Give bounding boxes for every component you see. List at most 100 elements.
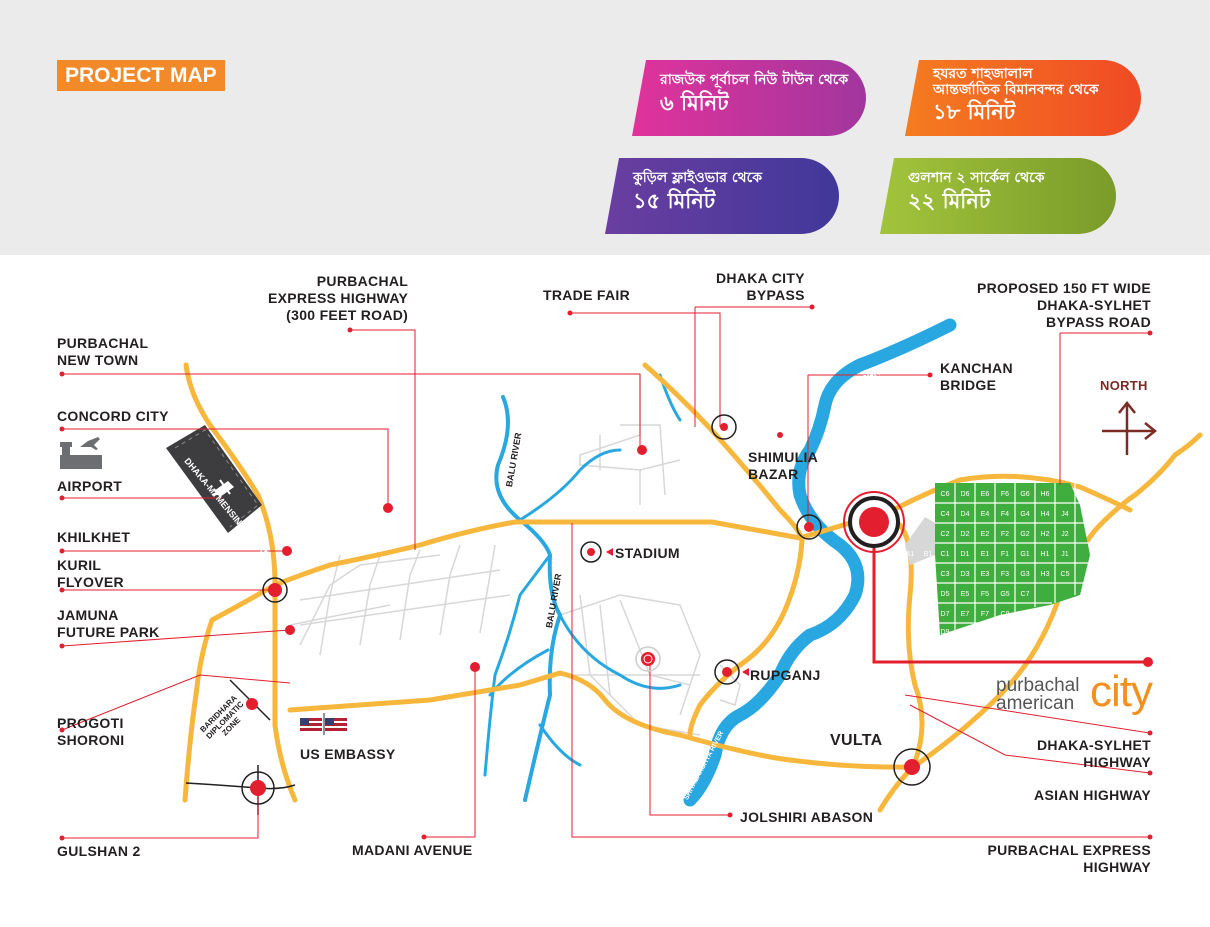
plot-block-label: C4 — [941, 511, 950, 518]
badge-gulshan2: গুলশান ২ সার্কেল থেকে ২২ মিনিট — [880, 158, 1116, 234]
plot-block-label: D7 — [941, 611, 950, 618]
plot-block-label: E3 — [981, 571, 990, 578]
label-asian-highway: ASIAN HIGHWAY — [1034, 787, 1151, 803]
label-line: (300 FEET ROAD) — [286, 307, 409, 323]
label-line: DHAKA-SYLHET — [1036, 737, 1151, 753]
highways — [182, 362, 1203, 813]
label-dhaka-city-bypass: DHAKA CITY BYPASS — [716, 270, 805, 304]
page-title: PROJECT MAP — [57, 60, 225, 91]
plot-block-label: E4 — [981, 511, 990, 518]
plot-block-label: F9 — [981, 629, 989, 636]
map-canvas — [59, 304, 1203, 841]
label-jamuna-future-park: JAMUNA FUTURE PARK — [57, 607, 160, 641]
label-jolshiri-abason: JOLSHIRI ABASON — [740, 809, 874, 825]
plot-block-label: C3 — [941, 571, 950, 578]
label-vulta: VULTA — [830, 732, 883, 749]
plot-block-label: E7 — [961, 611, 970, 618]
plot-block-label: D6 — [961, 491, 970, 498]
label-purbachal-new-town: PURBACHAL NEW TOWN — [57, 335, 148, 369]
label-progoti-shoroni: PROGOTI SHORONI — [57, 715, 124, 749]
plot-block-label: D9 — [941, 629, 950, 636]
label-line: PURBACHAL — [316, 273, 409, 289]
location-markers — [241, 414, 1153, 805]
plot-block-label: C6 — [941, 491, 950, 498]
plot-block-label: E6 — [981, 491, 990, 498]
label-stadium: STADIUM — [615, 545, 680, 561]
plot-block-label: G6 — [1020, 491, 1029, 498]
badge-line2: ১৫ মিনিট — [633, 189, 716, 213]
plot-block-label: H1 — [1041, 551, 1050, 558]
project-connector — [872, 523, 1148, 664]
plot-block-label: G5 — [1000, 591, 1009, 598]
badge-line1b: আন্তর্জাতিক বিমানবন্দর থেকে — [933, 82, 1099, 98]
label-purbachal-expressway: PURBACHAL EXPRESS HIGHWAY (300 FEET ROAD… — [268, 273, 408, 324]
plot-block-label: C7 — [1021, 591, 1030, 598]
plot-block-label: F7 — [981, 611, 989, 618]
rupganj-arrow — [742, 668, 749, 676]
label-khilkhet: KHILKHET — [57, 529, 131, 545]
plot-block-label: D4 — [961, 511, 970, 518]
plot-block-label: B1 — [924, 551, 933, 558]
label-line: PROPOSED 150 FT WIDE — [976, 280, 1151, 296]
brand-word-purbachal: purbachal — [996, 675, 1080, 696]
plot-block-label: F5 — [981, 591, 989, 598]
airport-icon — [60, 437, 102, 469]
label-line: HIGHWAY — [1083, 859, 1151, 875]
label-kanchan-bridge: KANCHAN BRIDGE — [940, 360, 1013, 394]
plot-block-label: A1 — [906, 551, 915, 558]
brand-word-american: american — [996, 693, 1075, 714]
label-airport: AIRPORT — [57, 478, 123, 494]
plot-block-label: E5 — [961, 591, 970, 598]
plot-block-label: G1 — [1020, 551, 1029, 558]
label-line: BYPASS ROAD — [1046, 314, 1151, 330]
airport-runway — [166, 425, 262, 533]
label-line: PROGOTI — [57, 715, 124, 731]
badge-line1: গুলশান ২ সার্কেল থেকে — [908, 170, 1045, 186]
label-line: FLYOVER — [57, 574, 124, 590]
plot-block-label: G3 — [1020, 571, 1029, 578]
plot-block-label: D1 — [961, 551, 970, 558]
badge-kuril-flyover: কুড়িল ফ্লাইওভার থেকে ১৫ মিনিট — [605, 158, 839, 234]
badge-line1a: হযরত শাহজালাল — [933, 66, 1033, 82]
label-madani-avenue: MADANI AVENUE — [352, 842, 473, 858]
plot-block-label: E9 — [961, 629, 970, 636]
label-gulshan-2: GULSHAN 2 — [57, 843, 141, 859]
plot-block-label: G4 — [1020, 511, 1029, 518]
label-line: SHIMULIA — [748, 449, 819, 465]
plot-block-label: D2 — [961, 531, 970, 538]
plot-block-label: D3 — [961, 571, 970, 578]
label-kuril-flyover: KURIL FLYOVER — [57, 557, 124, 591]
plot-block-label: H6 — [1041, 491, 1050, 498]
badge-line1: রাজউক পূর্বাচল নিউ টাউন থেকে — [660, 72, 849, 88]
brand-logo: purbachal american city — [996, 670, 1156, 720]
label-line: BRIDGE — [940, 377, 997, 393]
plot-block-label: J4 — [1061, 511, 1069, 518]
label-line: PURBACHAL — [57, 335, 149, 351]
plot-block-label: C9 — [1001, 611, 1010, 618]
label-shimulia-bazar: SHIMULIA BAZAR — [748, 449, 818, 483]
plot-block-label: H4 — [1041, 511, 1050, 518]
label-proposed-bypass-road: PROPOSED 150 FT WIDE DHAKA-SYLHET BYPASS… — [962, 280, 1151, 331]
label-line: DHAKA-SYLHET — [1036, 297, 1151, 313]
leader-lines — [61, 306, 1151, 839]
label-line: EXPRESS HIGHWAY — [268, 290, 409, 306]
plot-block-label: J1 — [1061, 551, 1069, 558]
plot-block-label: F1 — [1001, 551, 1009, 558]
label-line: SHORONI — [57, 732, 125, 748]
label-concord-city: CONCORD CITY — [57, 408, 169, 424]
badge-line2: ১৮ মিনিট — [933, 100, 1016, 124]
label-line: JAMUNA — [57, 607, 119, 623]
plot-block-label: E1 — [981, 551, 990, 558]
badge-line1: কুড়িল ফ্লাইওভার থেকে — [633, 170, 762, 186]
label-line: PURBACHAL EXPRESS — [987, 842, 1151, 858]
label-line: HIGHWAY — [1083, 754, 1151, 770]
label-line: BYPASS — [746, 287, 805, 303]
plot-block-label: C5 — [1061, 571, 1070, 578]
label-purbachal-express-highway: PURBACHAL EXPRESS HIGHWAY — [960, 842, 1151, 876]
label-line: KURIL — [57, 557, 102, 573]
header-band: PROJECT MAP রাজউক পূর্বাচল নিউ টাউন থেকে… — [0, 0, 1210, 255]
plot-block-label: F2 — [1001, 531, 1009, 538]
badge-line2: ২২ মিনিট — [908, 189, 991, 213]
